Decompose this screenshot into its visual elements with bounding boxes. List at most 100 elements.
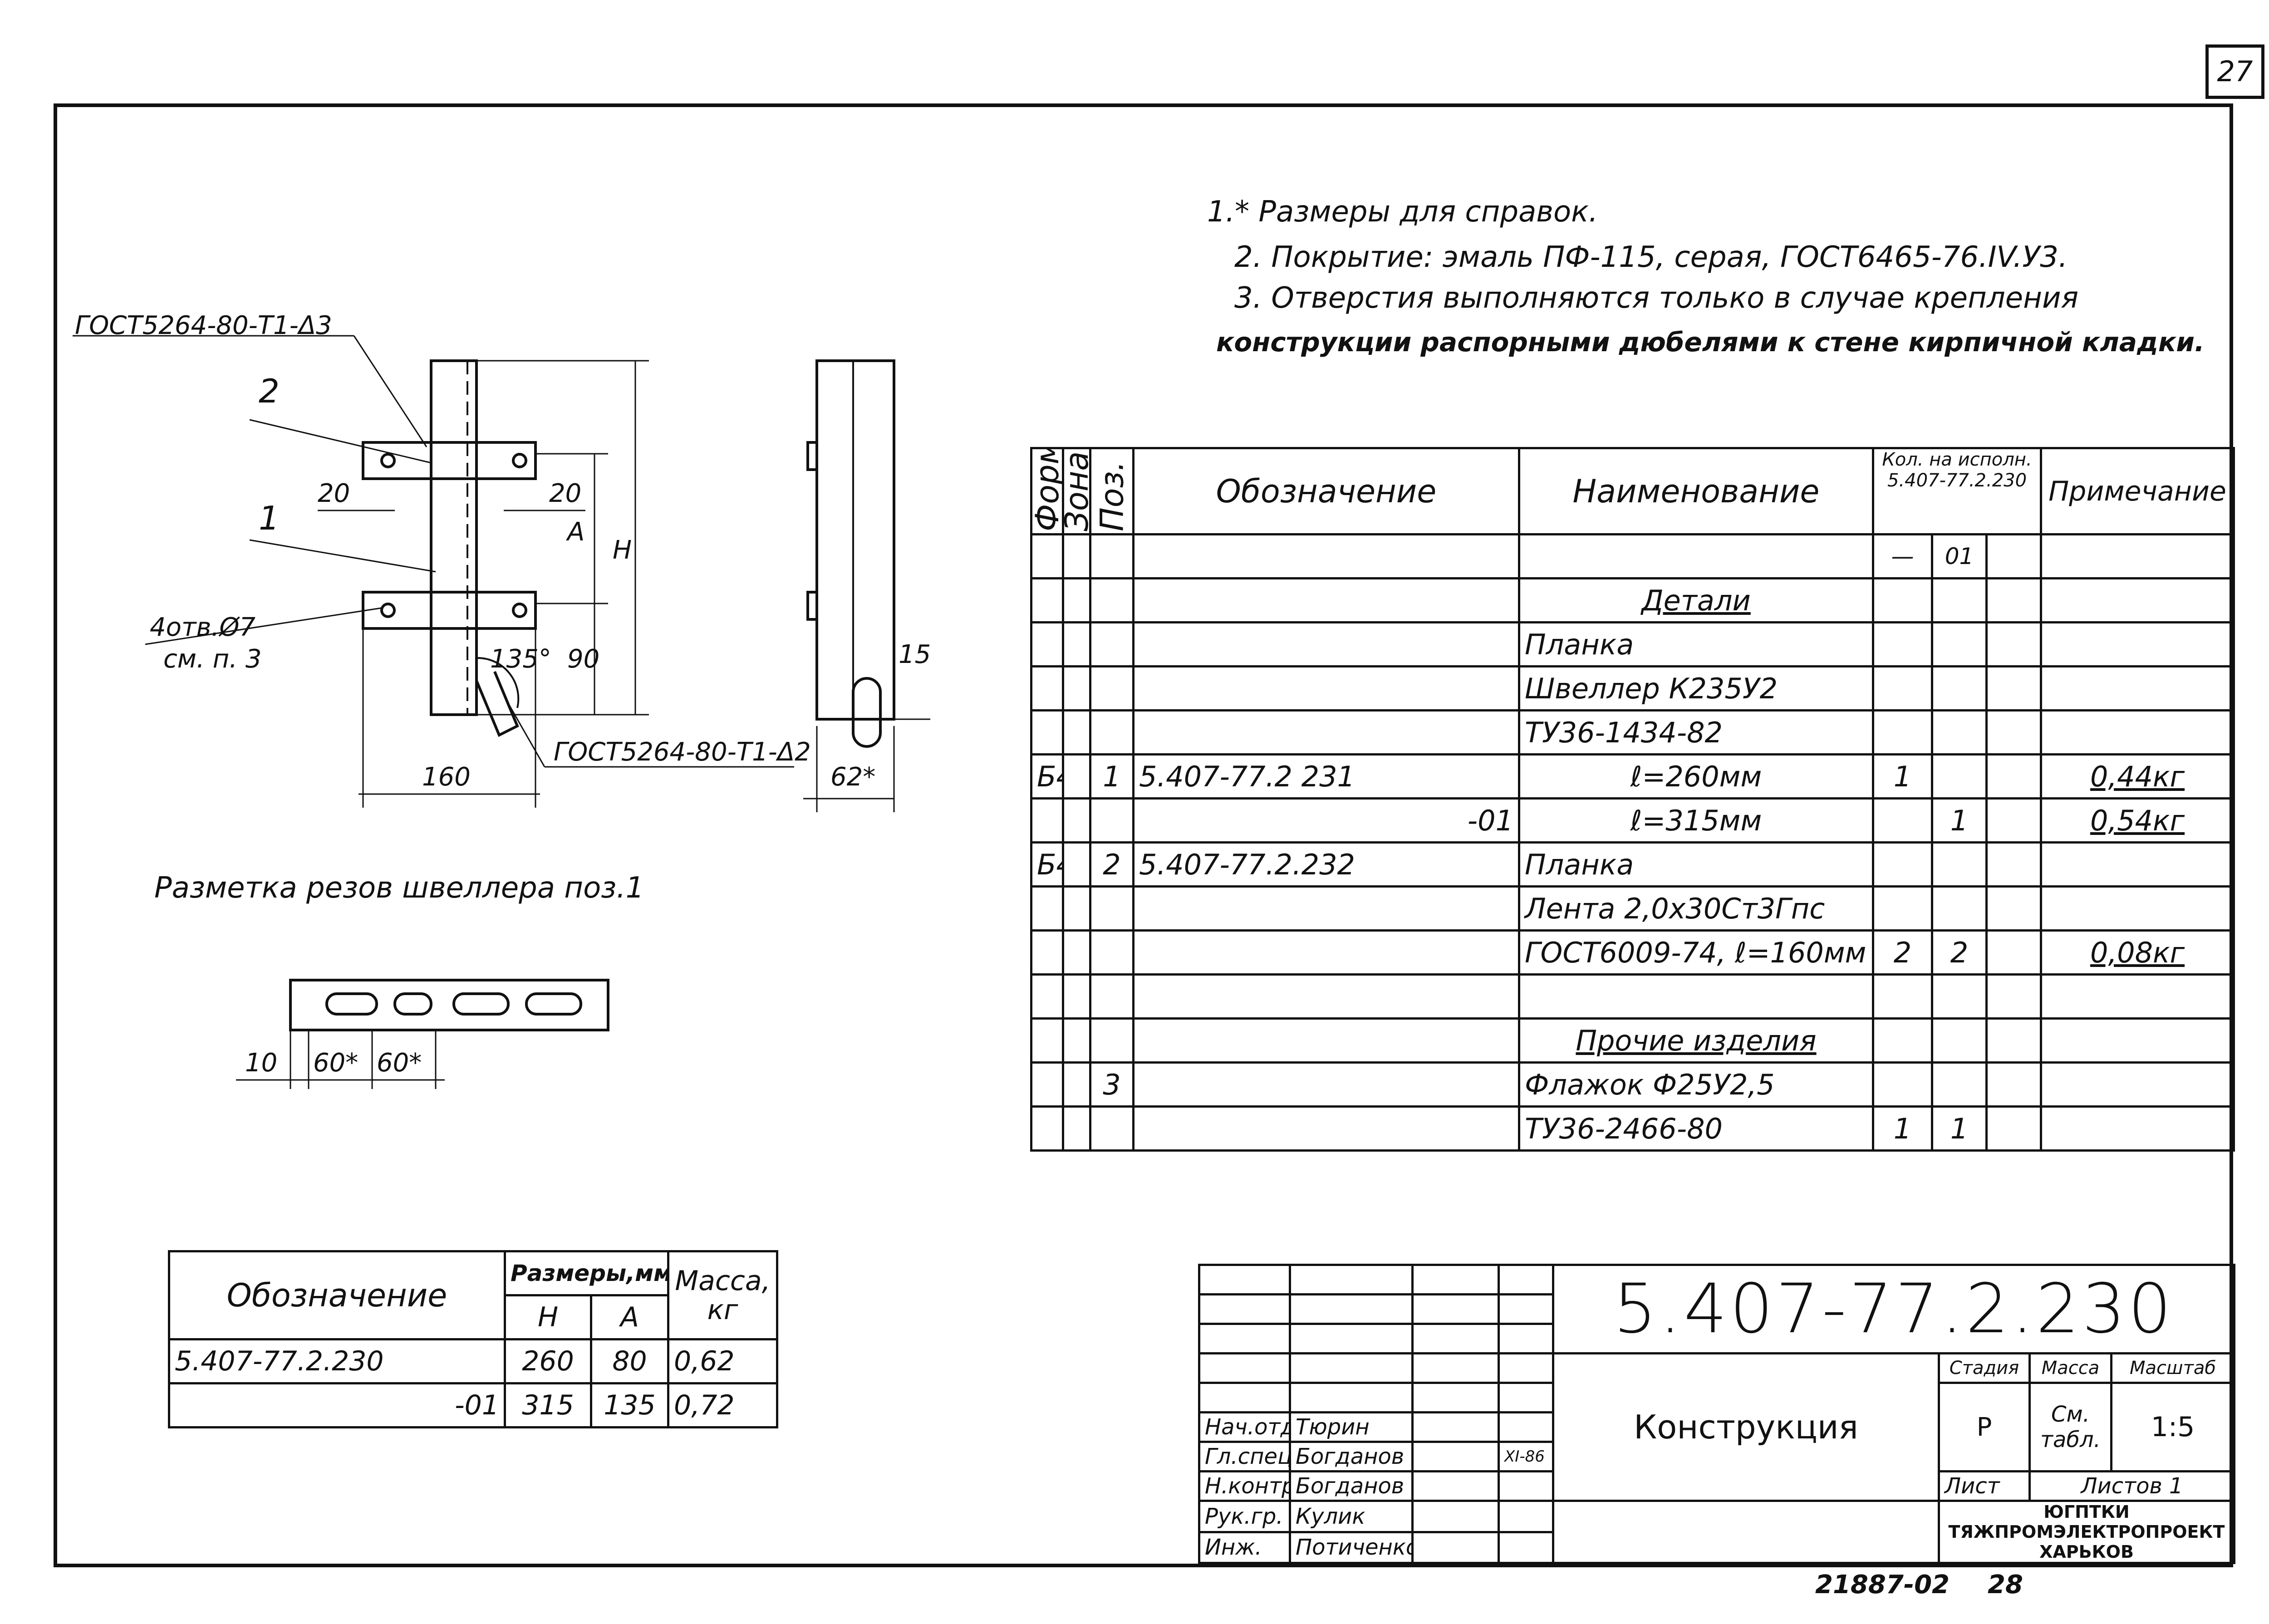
note-3: 3. Отверстия выполняются только в случае… [1234, 281, 2079, 315]
table-cell [1089, 929, 1134, 976]
table-cell: 260 [504, 1338, 592, 1384]
table-cell: 0,62 [667, 1338, 778, 1384]
drawing-line [73, 335, 930, 1089]
table-cell [1411, 1352, 1500, 1384]
table-cell: 1 [1872, 753, 1933, 800]
table-cell [1089, 885, 1134, 932]
table-cell: Б4 [1030, 841, 1064, 888]
table-cell: 0,54кг [2040, 797, 2235, 844]
table-cell [1518, 533, 1874, 579]
drawing-line [525, 992, 582, 1016]
table-cell: 2 [1089, 841, 1134, 888]
table-cell [1411, 1441, 1500, 1472]
spec-row: Лента 2,0х30Ст3Гпс [1030, 885, 2235, 932]
table-cell: 1 [1931, 1105, 1988, 1152]
dim-62-label: 62* [830, 762, 876, 792]
table-cell: ТУ36-2466-80 [1518, 1105, 1874, 1152]
table-cell [1062, 577, 1091, 623]
spec-header-pos: Поз. [1090, 448, 1134, 535]
drawing-line [475, 671, 519, 737]
table-cell [1498, 1323, 1554, 1354]
drawing-line [393, 992, 432, 1016]
table-cell [1931, 1017, 1988, 1064]
role-3: Н.контр. [1198, 1470, 1291, 1502]
cuts-title: Разметка резов швеллера поз.1 [154, 871, 644, 905]
mass-header-h: H [504, 1294, 592, 1340]
holes-note: см. п. 3 [163, 644, 262, 674]
table-cell [1030, 1105, 1064, 1152]
table-cell [1985, 1061, 2043, 1108]
table-cell [1872, 973, 1933, 1020]
table-cell [1198, 1352, 1291, 1384]
table-cell [1498, 1264, 1554, 1295]
strip-bottom [362, 591, 537, 630]
table-cell [1931, 973, 1988, 1020]
table-cell: 1 [1931, 797, 1988, 844]
drawing-line [512, 603, 527, 618]
table-cell [1062, 533, 1091, 579]
table-cell [1985, 533, 2043, 579]
table-cell: 5.407-77.2 231 [1132, 753, 1520, 800]
table-cell [1030, 929, 1064, 976]
drawing-line [380, 603, 396, 618]
table-cell [1132, 885, 1520, 932]
note-1: 1.* Размеры для справок. [1207, 195, 1598, 229]
table-cell: Прочие изделия [1518, 1017, 1874, 1064]
mass-value: См. табл. [2028, 1382, 2112, 1472]
table-cell [1931, 665, 1988, 711]
table-cell [1498, 1500, 1554, 1533]
table-cell: Швеллер К235У2 [1518, 665, 1874, 711]
table-cell [1062, 797, 1091, 844]
table-cell [2040, 577, 2235, 623]
dim-90-label: 90 [567, 644, 600, 674]
table-cell: Планка [1518, 621, 1874, 667]
table-cell [2040, 1017, 2235, 1064]
dim-20-right: 20 [549, 479, 582, 508]
dim-20-left: 20 [318, 479, 350, 508]
spec-row: ТУ36-1434-82 [1030, 709, 2235, 756]
table-cell [1132, 973, 1520, 1020]
table-cell [1411, 1470, 1500, 1502]
table-row: Рук.гр.Кулик ЮГПТКИ ТЯЖПРОМЭЛЕКТРОПРОЕКТ… [1198, 1500, 2236, 1564]
table-cell: 5.407-77.2.230 [168, 1338, 506, 1384]
table-cell [1985, 577, 2043, 623]
table-cell: ТУ36-1434-82 [1518, 709, 1874, 756]
table-cell: 1 [1089, 753, 1134, 800]
person-4: Кулик [1289, 1500, 1414, 1533]
table-row: Р См. табл. 1:5 [1198, 1382, 2236, 1472]
table-cell [1985, 709, 2043, 756]
table-cell: 135 [590, 1382, 669, 1428]
spec-header-zone: Зона [1063, 448, 1090, 535]
table-cell [1498, 1293, 1554, 1325]
table-cell [1931, 753, 1988, 800]
table-cell [1030, 577, 1064, 623]
table-cell [1132, 1061, 1520, 1108]
channel-cut-marking [289, 979, 609, 1031]
table-cell [1089, 665, 1134, 711]
sheets-header: Листов 1 [2028, 1470, 2236, 1502]
table-cell [1030, 709, 1064, 756]
table-cell [1198, 1382, 1291, 1413]
table-cell [1985, 665, 2043, 711]
table-cell [1498, 1531, 1554, 1564]
spec-header-qty: Кол. на исполн. 5.407-77.2.230 [1871, 447, 2043, 535]
table-cell: 0,44кг [2040, 753, 2235, 800]
drawing-line [507, 703, 545, 767]
drawing-line [353, 335, 427, 447]
table-cell [1411, 1293, 1500, 1325]
table-cell: 315 [504, 1382, 592, 1428]
table-cell [1030, 885, 1064, 932]
table-cell [1552, 1500, 1940, 1564]
table-cell [1132, 709, 1520, 756]
role-2: Гл.спец. [1198, 1441, 1291, 1472]
weld-label-bottom: ГОСТ5264-80-Т1-Δ2 [554, 737, 811, 767]
drawing-line [512, 453, 527, 468]
table-cell [1089, 1017, 1134, 1064]
table-cell [2040, 885, 2235, 932]
table-cell [1872, 841, 1933, 888]
table-cell [1132, 533, 1520, 579]
table-cell: 0,08кг [2040, 929, 2235, 976]
table-cell [1132, 929, 1520, 976]
